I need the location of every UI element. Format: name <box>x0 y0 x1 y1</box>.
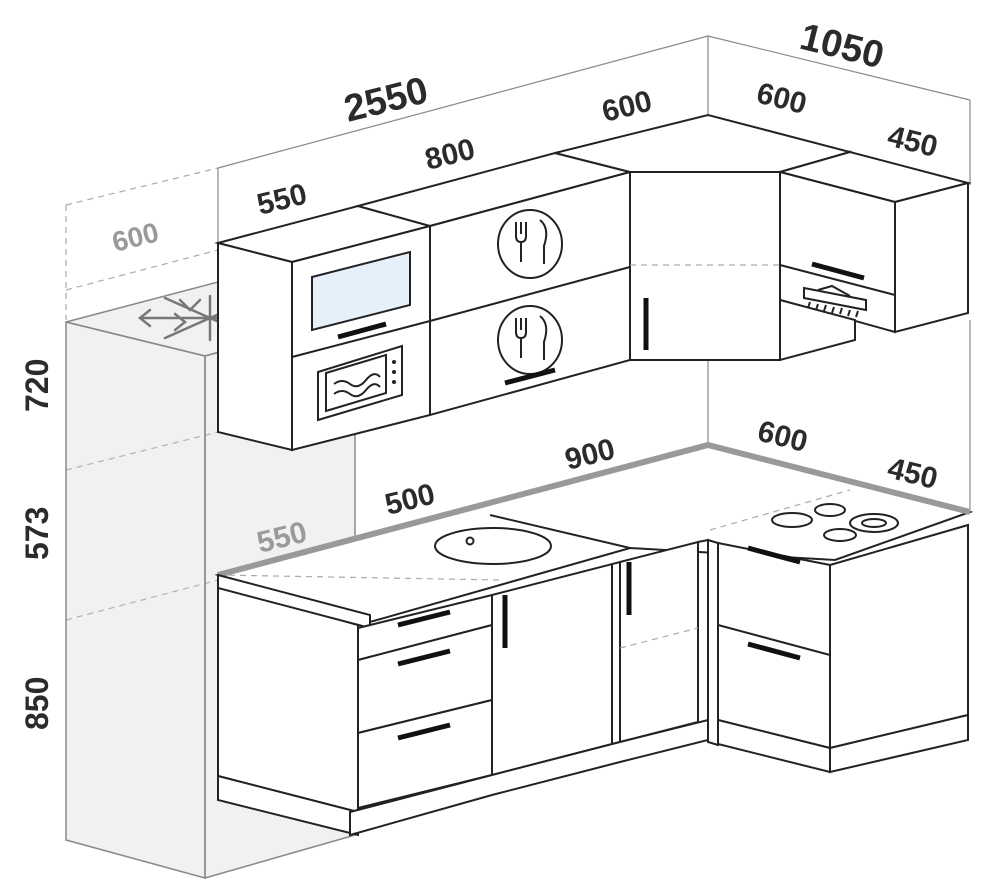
cooktop-icon <box>771 503 899 542</box>
upper-cabinets <box>214 113 972 452</box>
dim-upper-550: 550 <box>254 178 311 222</box>
microwave-icon <box>317 344 403 422</box>
dim-height-upper: 720 <box>19 359 55 412</box>
dim-upper-corner-side: 600 <box>753 77 810 121</box>
base-cabinets <box>217 523 969 837</box>
dim-upper-800: 800 <box>422 133 479 177</box>
cutlery-icon <box>497 305 563 386</box>
dim-height-base: 850 <box>19 677 55 730</box>
cutlery-icon <box>497 209 563 279</box>
dim-fridge-depth: 600 <box>109 216 162 257</box>
dimension-labels: 2550 1050 550 800 600 600 450 600 720 57… <box>19 16 941 730</box>
hood-icon <box>803 284 867 318</box>
dim-total-width: 2550 <box>340 70 432 131</box>
dim-upper-end-450: 450 <box>884 120 941 164</box>
microwave-window <box>311 250 411 332</box>
dim-side-width: 1050 <box>796 16 888 77</box>
dim-upper-corner-back: 600 <box>599 85 656 129</box>
dim-base-500: 500 <box>382 478 439 522</box>
sink-icon <box>434 527 552 565</box>
dim-height-gap: 573 <box>19 507 55 560</box>
dim-base-corner-600: 600 <box>754 415 811 459</box>
